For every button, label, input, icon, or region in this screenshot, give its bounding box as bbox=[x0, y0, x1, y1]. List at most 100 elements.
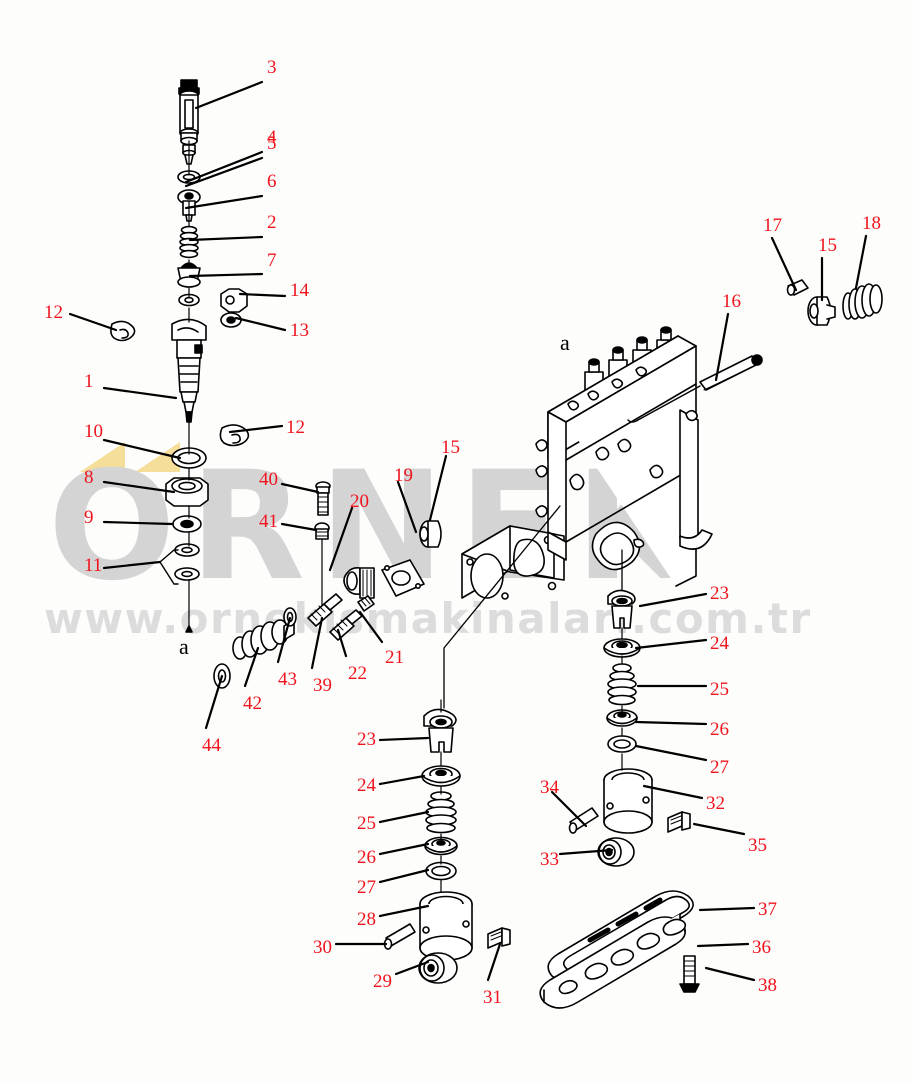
callout-number-2: 2 bbox=[267, 212, 277, 233]
callout-number-23: 23 bbox=[710, 583, 729, 604]
callout-number-17: 17 bbox=[763, 215, 782, 236]
callout-number-4: 4 bbox=[267, 127, 277, 148]
callout-number-37: 37 bbox=[758, 899, 777, 920]
part-tappet-body-32 bbox=[603, 768, 653, 834]
callout-number-31: 31 bbox=[483, 987, 502, 1008]
part-seal-washer bbox=[177, 170, 201, 184]
callout-leader-40 bbox=[280, 482, 320, 494]
callout-number-44: 44 bbox=[202, 735, 221, 756]
part-delivery-valve-holder-20 bbox=[343, 567, 375, 599]
callout-number-14: 14 bbox=[290, 280, 309, 301]
part-injection-pump-housing bbox=[461, 326, 713, 600]
callout-leader-26 bbox=[634, 720, 708, 726]
part-pressure-spring bbox=[179, 225, 199, 259]
part-spring-lower-seat-26-right bbox=[606, 709, 638, 727]
part-washer bbox=[172, 515, 202, 533]
part-spring-coil-18 bbox=[842, 283, 883, 320]
part-roller-29 bbox=[418, 952, 458, 984]
part-shim-ring-27-center bbox=[425, 861, 457, 881]
callout-number-39: 39 bbox=[313, 675, 332, 696]
part-union-nipple-39 bbox=[307, 593, 343, 627]
section-marker-a: a bbox=[179, 634, 189, 659]
callout-leader-6 bbox=[184, 194, 264, 210]
callout-number-7: 7 bbox=[267, 250, 277, 271]
callout-leader-39 bbox=[310, 616, 324, 670]
callout-leader-3 bbox=[194, 80, 264, 110]
callout-number-10: 10 bbox=[84, 421, 103, 442]
callout-number-3: 3 bbox=[267, 57, 277, 78]
callout-leader-19 bbox=[396, 480, 418, 534]
callout-number-27: 27 bbox=[357, 877, 376, 898]
callout-leader-29 bbox=[394, 960, 430, 976]
part-lock-nut bbox=[220, 312, 242, 328]
callout-number-21: 21 bbox=[385, 647, 404, 668]
callout-leader-10 bbox=[102, 438, 182, 460]
callout-number-5: 5 bbox=[267, 133, 277, 154]
callout-number-20: 20 bbox=[350, 491, 369, 512]
section-marker-a: a bbox=[560, 330, 570, 355]
callout-number-6: 6 bbox=[267, 171, 277, 192]
part-nozzle-retaining-nut bbox=[165, 477, 209, 507]
callout-leader-23 bbox=[378, 736, 430, 742]
callout-number-26: 26 bbox=[710, 719, 729, 740]
callout-leader-24 bbox=[378, 774, 426, 786]
callout-number-1: 1 bbox=[84, 371, 94, 392]
callout-number-15: 15 bbox=[441, 437, 460, 458]
callout-leader-11 bbox=[102, 560, 162, 570]
part-plug-21 bbox=[357, 595, 375, 612]
part-roller-33 bbox=[597, 837, 635, 867]
part-spring-lower-seat-26-center bbox=[424, 836, 458, 856]
callout-leader-8 bbox=[102, 480, 176, 494]
callout-leader-5 bbox=[184, 156, 264, 188]
callout-number-26: 26 bbox=[357, 847, 376, 868]
callout-number-35: 35 bbox=[748, 835, 767, 856]
callout-number-19: 19 bbox=[394, 465, 413, 486]
callout-number-25: 25 bbox=[357, 813, 376, 834]
part-spring-upper-seat-24-center bbox=[421, 765, 461, 787]
callout-leader-15 bbox=[428, 454, 448, 522]
part-adjusting-screw-35 bbox=[667, 811, 691, 833]
part-nozzle-holder-body bbox=[178, 79, 200, 165]
callout-number-9: 9 bbox=[84, 507, 94, 528]
callout-number-25: 25 bbox=[710, 679, 729, 700]
part-tappet-guide-23-right bbox=[607, 589, 636, 629]
callout-number-23: 23 bbox=[357, 729, 376, 750]
part-shim-set bbox=[159, 543, 200, 585]
part-control-rack-bushing-15-right bbox=[807, 296, 836, 326]
part-short-bolt-41 bbox=[314, 522, 330, 540]
callout-leader-27 bbox=[378, 868, 430, 884]
callout-number-8: 8 bbox=[84, 467, 94, 488]
part-injector-clamp-lower bbox=[219, 424, 250, 447]
callout-leader-4 bbox=[184, 150, 264, 184]
callout-leader-42 bbox=[243, 646, 260, 688]
callout-number-12: 12 bbox=[286, 417, 305, 438]
callout-leader-25 bbox=[378, 810, 430, 824]
part-gasket-ring bbox=[178, 293, 200, 307]
part-tappet-body-28 bbox=[419, 891, 473, 961]
callout-leader-31 bbox=[486, 942, 502, 982]
callout-number-42: 42 bbox=[243, 693, 262, 714]
callout-number-38: 38 bbox=[758, 975, 777, 996]
callout-number-30: 30 bbox=[313, 937, 332, 958]
callout-leader-34 bbox=[550, 790, 588, 828]
callout-leader-17 bbox=[770, 236, 798, 292]
part-spring-upper-seat-24-right bbox=[603, 638, 641, 658]
part-side-cover-36 bbox=[539, 913, 687, 1009]
callout-leader-33 bbox=[558, 848, 614, 856]
part-roller-pin-30 bbox=[383, 923, 416, 950]
callout-number-33: 33 bbox=[540, 849, 559, 870]
callout-leader-2 bbox=[188, 235, 264, 242]
callout-leader-21 bbox=[358, 610, 384, 644]
callout-leader-18 bbox=[854, 234, 868, 290]
callout-leader-24 bbox=[634, 638, 708, 650]
callout-leader-13 bbox=[234, 316, 287, 332]
callout-leader-23 bbox=[638, 592, 708, 608]
callout-number-32: 32 bbox=[706, 793, 725, 814]
part-control-rack-bushing-15-left bbox=[419, 520, 442, 548]
callout-number-36: 36 bbox=[752, 937, 771, 958]
callout-leader-41 bbox=[280, 522, 318, 532]
part-nozzle-assembly bbox=[177, 262, 201, 288]
callout-number-22: 22 bbox=[348, 663, 367, 684]
part-plunger-spring-25-center bbox=[425, 791, 457, 834]
